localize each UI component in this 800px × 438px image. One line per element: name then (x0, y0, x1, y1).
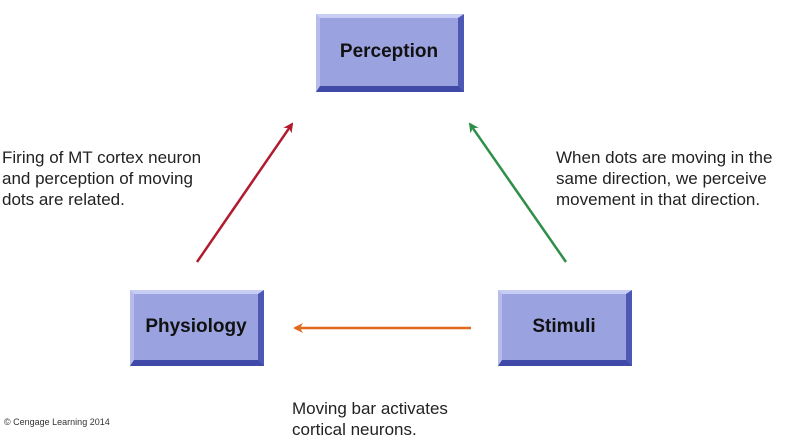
physiology-box: Physiology (130, 290, 264, 366)
stimuli-perception-caption: When dots are moving in the same directi… (556, 147, 772, 210)
caption-line: same direction, we perceive (556, 169, 767, 188)
caption-line: and perception of moving (2, 169, 193, 188)
stimuli-physiology-caption: Moving bar activates cortical neurons. (292, 398, 448, 438)
caption-line: cortical neurons. (292, 420, 417, 438)
perception-box: Perception (316, 14, 464, 92)
perception-label: Perception (339, 41, 439, 62)
arrow-stimuli-to-perception (468, 122, 568, 263)
stimuli-box: Stimuli (498, 290, 632, 366)
caption-line: movement in that direction. (556, 190, 761, 209)
arrow-physiology-to-perception (195, 122, 294, 263)
physiology-label: Physiology (145, 316, 247, 337)
physiology-perception-caption: Firing of MT cortex neuron and perceptio… (2, 147, 201, 210)
caption-line: Firing of MT cortex neuron (2, 148, 202, 167)
copyright-notice: © Cengage Learning 2014 (4, 417, 110, 427)
stimuli-label: Stimuli (532, 316, 596, 337)
caption-line: When dots are moving in the (556, 148, 773, 167)
caption-line: Moving bar activates (292, 399, 448, 418)
caption-line: dots are related. (2, 190, 125, 209)
